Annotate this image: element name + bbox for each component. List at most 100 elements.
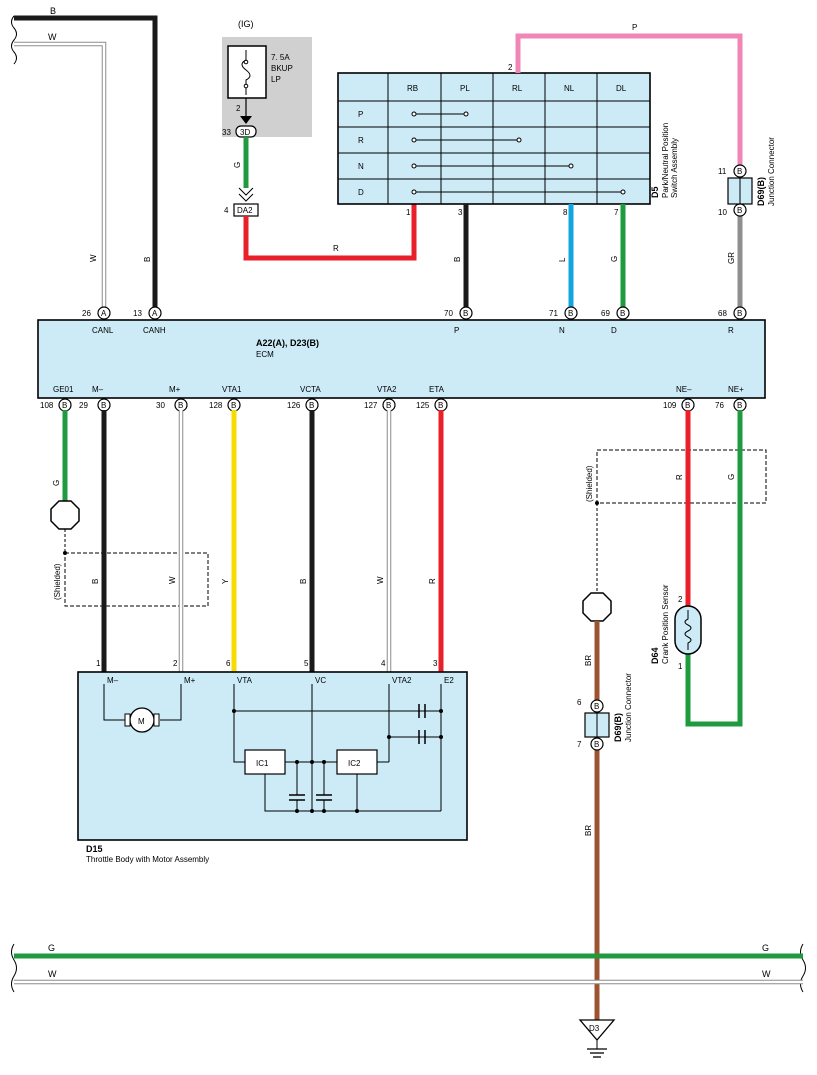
crank-shield-box xyxy=(596,449,767,504)
crank-name: Crank Position Sensor xyxy=(661,584,670,664)
ecm-bottom-pin-108: B xyxy=(58,398,72,412)
jc-bottom-name: Junction Connector xyxy=(624,673,633,742)
ig-connector-pin: 33 xyxy=(222,128,231,137)
pnp-name-2: Switch Assembly xyxy=(670,138,679,198)
ecm-bottom-pin-128: B xyxy=(227,398,241,412)
ecm-code: A22(A), D23(B) xyxy=(256,338,319,348)
svg-text:B: B xyxy=(101,401,106,410)
ecm-top-pin-label: CANL xyxy=(92,326,114,335)
bus-b-label: B xyxy=(50,6,56,16)
ecm-top-pin-num: 13 xyxy=(133,309,142,318)
ecm-top-pin-69: B xyxy=(616,306,630,320)
shielded-label-left: (Shielded) xyxy=(53,563,62,600)
pnp-col-rl: RL xyxy=(512,84,523,93)
throttle-pin-label: E2 xyxy=(444,676,454,685)
pnp-pin-8: 8 xyxy=(563,208,568,217)
ne-plus-wire xyxy=(685,410,743,727)
ecm-top-pin-68: B xyxy=(733,306,747,320)
ecm-bottom-pin-29: B xyxy=(97,398,111,412)
ecm-top-pin-num: 26 xyxy=(82,309,91,318)
jc-top-pin-10: 10 xyxy=(718,208,727,217)
pnp-pin-1: 1 xyxy=(406,208,411,217)
throttle-pin-num: 2 xyxy=(173,659,178,668)
pink-wire-label: P xyxy=(632,23,637,32)
pnp-col-nl: NL xyxy=(564,84,575,93)
ecm-bottom-pin-label: M+ xyxy=(169,385,181,394)
pnp-name-1: Park/Neutral Position xyxy=(661,123,670,198)
ecm-top-pin-num: 70 xyxy=(444,309,453,318)
throttle-pin-num: 4 xyxy=(381,659,386,668)
svg-text:B: B xyxy=(386,401,391,410)
ge01-wire-label: G xyxy=(52,480,61,486)
fuse-name-2: LP xyxy=(271,75,281,84)
svg-text:B: B xyxy=(737,309,742,318)
svg-text:B: B xyxy=(463,309,468,318)
jc-bottom-pin-a: B xyxy=(590,699,604,713)
jc-bottom-code: D69(B) xyxy=(613,713,623,742)
svg-text:B: B xyxy=(737,401,742,410)
canl-wire-label: W xyxy=(89,254,98,262)
svg-text:A: A xyxy=(152,309,158,318)
crank-green-label: G xyxy=(727,474,736,480)
jc-top-name: Junction Connector xyxy=(767,137,776,206)
ecm-top-pin-71: B xyxy=(564,306,578,320)
ecm-top-pin-label: R xyxy=(728,326,734,335)
pnp-red-label: R xyxy=(333,244,339,253)
jc-bottom-pin-b: B xyxy=(590,737,604,751)
da2-pin: 4 xyxy=(224,206,229,215)
svg-text:B: B xyxy=(737,167,742,176)
ground-code: D3 xyxy=(589,1024,600,1033)
svg-text:B: B xyxy=(438,401,443,410)
ic2-label: IC2 xyxy=(348,759,361,768)
svg-text:A: A xyxy=(101,309,107,318)
pnp-black-label: B xyxy=(453,257,462,262)
ic1-label: IC1 xyxy=(256,759,269,768)
svg-text:B: B xyxy=(620,309,625,318)
bus-g-label-left: G xyxy=(48,943,55,953)
ecm-bottom-pin-num: 76 xyxy=(715,401,724,410)
pnp-row-d: D xyxy=(358,188,364,197)
ecm-top-pin-26: A xyxy=(97,306,111,320)
ecm-top-pin-num: 69 xyxy=(601,309,610,318)
pnp-blue-label: L xyxy=(558,257,567,262)
jc-top-code: D69(B) xyxy=(756,177,766,206)
ecm-bottom-pin-label: VTA2 xyxy=(377,385,397,394)
park-neutral-switch: RB PL RL NL DL P R N D 2 1 3 8 7 D5 Park… xyxy=(337,63,679,217)
jc-top-pin-a: B xyxy=(733,164,747,178)
pnp-row-n: N xyxy=(358,162,364,171)
bus-g-label-right: G xyxy=(762,943,769,953)
ecm-bottom-pin-num: 126 xyxy=(287,401,301,410)
ecm-bottom-pin-num: 128 xyxy=(209,401,223,410)
vta2-wire-label: W xyxy=(376,576,385,584)
crank-sensor: 2 1 D64 Crank Position Sensor xyxy=(650,584,702,671)
vta-wire-label: Y xyxy=(221,578,230,584)
ecm-top-pin-label: CANH xyxy=(143,326,166,335)
ecm-bottom-pin-label: VTA1 xyxy=(222,385,242,394)
ecm-bottom-pin-num: 30 xyxy=(156,401,165,410)
brown-wire-label-1: BR xyxy=(584,655,593,666)
top-bus: B W W B xyxy=(11,6,158,308)
svg-text:B: B xyxy=(568,309,573,318)
bottom-bus: G G W W xyxy=(11,943,806,993)
bus-w-label-left: W xyxy=(48,969,57,979)
pink-wire xyxy=(515,33,743,166)
fuse-pin: 2 xyxy=(236,104,241,113)
ecm-bottom-pin-127: B xyxy=(382,398,396,412)
ecm-bottom-pin-num: 29 xyxy=(79,401,88,410)
crank-pin-2: 2 xyxy=(678,595,683,604)
pnp-col-rb: RB xyxy=(407,84,418,93)
ecm-bottom-pin-num: 108 xyxy=(40,401,54,410)
ecm: A22(A), D23(B) ECM A26CANLA13CANHB70PB71… xyxy=(37,306,766,412)
mplus-wire-label: W xyxy=(168,576,177,584)
ecm-bottom-pin-label: ETA xyxy=(429,385,445,394)
ecm-top-pin-label: N xyxy=(559,326,565,335)
ecm-bottom-pin-label: NE– xyxy=(676,385,692,394)
e2-wire-label: R xyxy=(428,578,437,584)
pnp-col-dl: DL xyxy=(616,84,627,93)
bus-w-label: W xyxy=(48,32,57,42)
pnp-pin-7: 7 xyxy=(614,208,619,217)
ecm-name: ECM xyxy=(256,350,274,359)
pnp-red-wire xyxy=(243,204,417,261)
svg-text:B: B xyxy=(62,401,67,410)
svg-text:B: B xyxy=(737,206,742,215)
